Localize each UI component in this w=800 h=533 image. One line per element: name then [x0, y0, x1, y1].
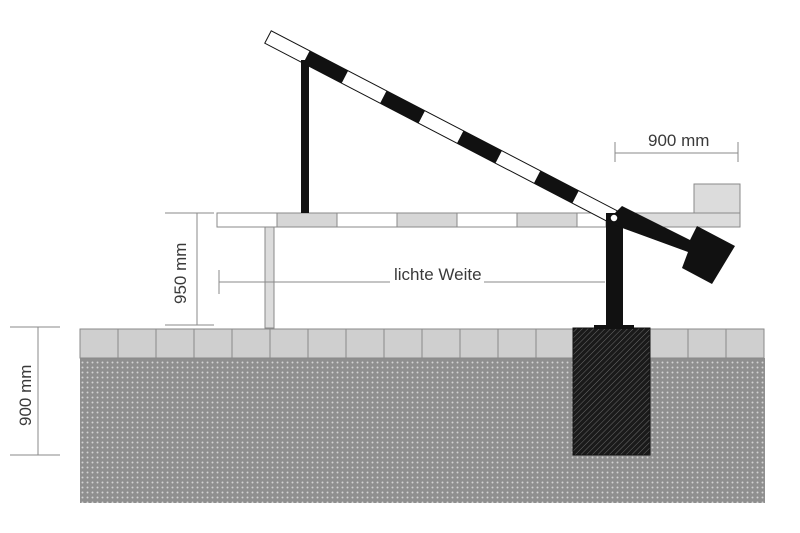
- paving-stone: [117, 328, 157, 359]
- boom-rest-post: [301, 60, 309, 213]
- raised-boom-stripe: [380, 90, 426, 124]
- dimension-label-950: 950 mm: [171, 243, 190, 304]
- lower-boom-segment: [276, 212, 338, 228]
- lower-boom-segment: [396, 212, 458, 228]
- paving-stone: [687, 328, 727, 359]
- counterweight-arm: [614, 206, 735, 284]
- paving-stone: [269, 328, 309, 359]
- paving-stone: [383, 328, 423, 359]
- lower-boom-segment: [516, 212, 578, 228]
- paving-stone: [193, 328, 233, 359]
- dimension-950: [165, 212, 214, 326]
- raised-boom-stripe: [533, 170, 579, 204]
- lower-boom-segment: [216, 212, 278, 228]
- paving-stone: [535, 328, 575, 359]
- paving-row: [79, 328, 765, 359]
- paving-stone: [345, 328, 385, 359]
- foundation-block: [572, 327, 651, 456]
- lower-boom-segment: [336, 212, 398, 228]
- raised-boom: [264, 30, 618, 224]
- dimension-clear-width: [218, 270, 605, 294]
- lower-boom-support-leg: [264, 226, 275, 329]
- paving-stone: [459, 328, 499, 359]
- dimension-900-left: [10, 326, 60, 456]
- raised-boom-stripe: [303, 50, 349, 84]
- paving-stone: [231, 328, 271, 359]
- dimension-label-clear-width: lichte Weite: [394, 265, 482, 284]
- paving-stone: [649, 328, 689, 359]
- paving-stone: [421, 328, 461, 359]
- paving-stone: [307, 328, 347, 359]
- raised-boom-stripe: [456, 130, 502, 164]
- lower-horizontal-boom: [216, 212, 607, 228]
- raised-boom-body: [264, 30, 618, 224]
- ground-fill: [80, 358, 765, 503]
- lower-boom-segment: [456, 212, 518, 228]
- post-base: [594, 325, 634, 329]
- counterweight-box: [693, 183, 741, 214]
- dimension-label-900-left: 900 mm: [16, 365, 35, 426]
- pivot-point: [609, 213, 619, 223]
- paving-stone: [497, 328, 537, 359]
- paving-stone: [725, 328, 765, 359]
- paving-stone: [155, 328, 195, 359]
- barrier-post: [606, 213, 623, 328]
- dimension-900-top: [614, 142, 739, 162]
- dimension-label-900-top: 900 mm: [648, 131, 709, 150]
- paving-stone: [79, 328, 119, 359]
